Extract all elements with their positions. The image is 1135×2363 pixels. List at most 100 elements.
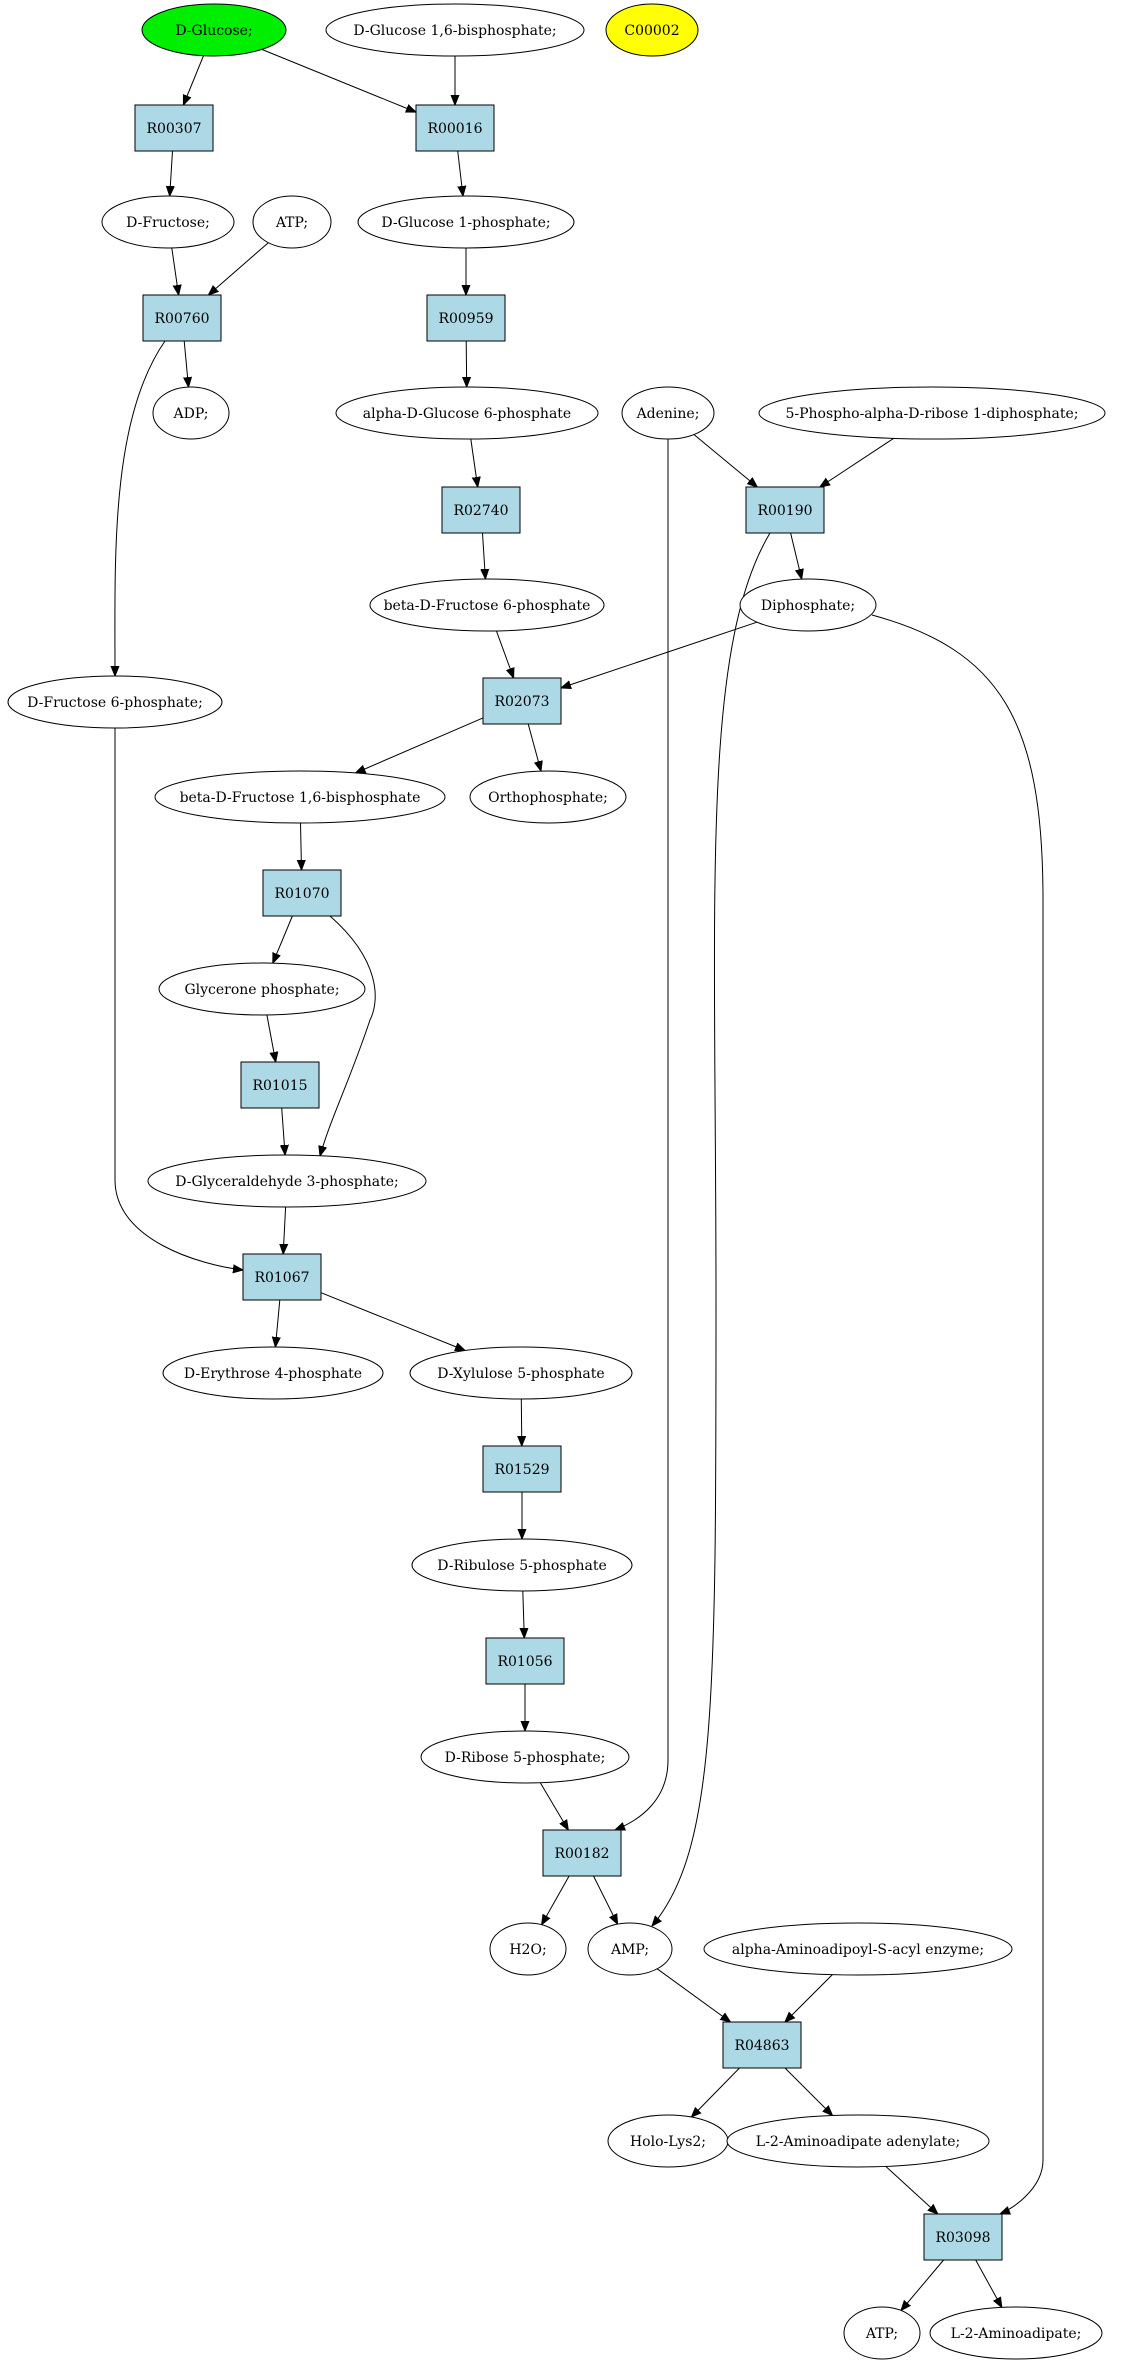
compound-ellipse	[409, 1346, 633, 1400]
node-label: R00190	[757, 503, 812, 519]
compound-node-n-h2o[interactable]: H2O;	[489, 1922, 567, 1976]
node-label: R00959	[438, 311, 493, 327]
edge-r-r04863-to-n-l2aa-adenylate	[784, 2067, 833, 2116]
reaction-node-r-r00959[interactable]: R00959	[426, 294, 506, 342]
edge-r-r00016-to-n-g1p	[458, 150, 463, 196]
compound-node-n-g16bp[interactable]: D-Glucose 1,6-bisphosphate;	[325, 3, 585, 57]
compound-ellipse	[469, 770, 627, 824]
edge-r-r00190-to-n-amp	[652, 532, 771, 1926]
edge-n-diphosphate-to-r-r02073	[561, 621, 758, 688]
node-label: Orthophosphate;	[488, 790, 608, 806]
edge-n-glucose-to-r-r00016	[261, 48, 416, 112]
compound-node-n-adp[interactable]: ADP;	[152, 386, 230, 440]
edge-n-r5p-to-r-r00182	[539, 1782, 568, 1830]
node-label: R01015	[252, 1078, 307, 1094]
reaction-node-r-r02073[interactable]: R02073	[482, 677, 562, 725]
edge-r-r02073-to-n-fbp	[356, 717, 484, 773]
edge-r-r02073-to-n-orthophosphate	[527, 723, 541, 771]
node-label: R03098	[935, 2230, 990, 2246]
compound-node-n-atp2[interactable]: ATP;	[843, 2306, 921, 2360]
compound-node-n-holo-lys2[interactable]: Holo-Lys2;	[607, 2114, 729, 2168]
compound-ellipse	[929, 2306, 1103, 2360]
node-label: R00182	[554, 1846, 609, 1862]
compound-node-n-g3p[interactable]: D-Glyceraldehyde 3-phosphate;	[147, 1154, 427, 1208]
compound-node-n-ag6p[interactable]: alpha-D-Glucose 6-phosphate	[335, 386, 599, 440]
edge-r-r04863-to-n-holo-lys2	[691, 2067, 740, 2117]
node-label: beta-D-Fructose 1,6-bisphosphate	[180, 790, 421, 806]
reaction-box	[482, 1445, 562, 1493]
reaction-node-r-r03098[interactable]: R03098	[923, 2213, 1003, 2261]
reaction-box	[745, 486, 825, 534]
edge-r-r03098-to-n-atp2	[901, 2259, 944, 2311]
compound-node-n-glucose[interactable]: D-Glucose;	[141, 3, 287, 57]
edge-n-f6p-to-r-r01067	[114, 728, 243, 1270]
reaction-box	[142, 294, 222, 342]
reaction-box	[722, 2021, 802, 2069]
edge-n-aas-enzyme-to-r-r04863	[785, 1974, 833, 2022]
compound-node-n-bf6p[interactable]: beta-D-Fructose 6-phosphate	[369, 578, 605, 632]
edge-n-diphosphate-to-r-r03098	[871, 614, 1044, 2214]
reaction-box	[923, 2213, 1003, 2261]
reaction-box	[542, 1829, 622, 1877]
compound-ellipse	[621, 386, 715, 440]
node-label: R02073	[494, 694, 549, 710]
node-label: L-2-Aminoadipate;	[951, 2326, 1082, 2342]
compound-node-n-fbp[interactable]: beta-D-Fructose 1,6-bisphosphate	[154, 770, 446, 824]
compound-node-n-atp1[interactable]: ATP;	[252, 195, 332, 249]
node-label: alpha-Aminoadipoyl-S-acyl enzyme;	[732, 1942, 984, 1958]
node-label: Glycerone phosphate;	[184, 982, 339, 998]
reaction-node-r-r00182[interactable]: R00182	[542, 1829, 622, 1877]
compound-node-n-ru5p[interactable]: D-Ribulose 5-phosphate	[411, 1538, 633, 1592]
compound-node-n-e4p[interactable]: D-Erythrose 4-phosphate	[162, 1346, 384, 1400]
compound-node-n-dhap[interactable]: Glycerone phosphate;	[158, 962, 366, 1016]
reaction-node-r-r00016[interactable]: R00016	[415, 104, 495, 152]
edge-n-fbp-to-r-r01070	[301, 822, 302, 870]
reaction-box	[415, 104, 495, 152]
edge-r-r00190-to-n-diphosphate	[790, 532, 802, 579]
node-label: D-Fructose;	[126, 215, 210, 231]
compound-ellipse	[252, 195, 332, 249]
node-label: R01529	[494, 1462, 549, 1478]
reaction-node-r-r00760[interactable]: R00760	[142, 294, 222, 342]
edge-n-bf6p-to-r-r02073	[495, 630, 513, 678]
node-label: D-Fructose 6-phosphate;	[27, 695, 203, 711]
node-label: R00016	[427, 121, 482, 137]
node-label: D-Glucose;	[175, 23, 252, 39]
compound-node-n-r5p[interactable]: D-Ribose 5-phosphate;	[420, 1730, 630, 1784]
node-label: D-Erythrose 4-phosphate	[184, 1366, 362, 1382]
reaction-node-r-r00190[interactable]: R00190	[745, 486, 825, 534]
reaction-node-r-r01056[interactable]: R01056	[485, 1637, 565, 1685]
node-label: H2O;	[509, 1942, 546, 1958]
node-label: Adenine;	[636, 406, 700, 422]
edge-n-ag6p-to-r-r02740	[470, 438, 478, 487]
compound-ellipse	[369, 578, 605, 632]
edge-n-g3p-to-r-r01067	[283, 1206, 285, 1254]
edge-r-r00307-to-n-fructose	[170, 150, 173, 196]
edge-r-r01070-to-n-g3p	[320, 915, 376, 1156]
compound-node-n-adenine[interactable]: Adenine;	[621, 386, 715, 440]
reaction-node-r-r01067[interactable]: R01067	[242, 1253, 322, 1301]
node-label: D-Glucose 1-phosphate;	[381, 215, 550, 231]
compound-ellipse	[7, 675, 223, 729]
compound-node-n-diphosphate[interactable]: Diphosphate;	[739, 578, 877, 632]
reaction-node-r-r01070[interactable]: R01070	[262, 869, 342, 917]
compound-node-n-fructose[interactable]: D-Fructose;	[101, 195, 235, 249]
compound-node-n-l2aa[interactable]: L-2-Aminoadipate;	[929, 2306, 1103, 2360]
node-label: Holo-Lys2;	[630, 2134, 706, 2150]
compound-node-n-g1p[interactable]: D-Glucose 1-phosphate;	[357, 195, 575, 249]
reaction-box	[134, 104, 214, 152]
compound-node-n-c00002[interactable]: C00002	[605, 3, 699, 57]
compound-node-n-xu5p[interactable]: D-Xylulose 5-phosphate	[409, 1346, 633, 1400]
compound-node-n-prpp[interactable]: 5-Phospho-alpha-D-ribose 1-diphosphate;	[758, 386, 1106, 440]
reaction-node-r-r02740[interactable]: R02740	[441, 486, 521, 534]
compound-node-n-aas-enzyme[interactable]: alpha-Aminoadipoyl-S-acyl enzyme;	[703, 1922, 1013, 1976]
compound-node-n-amp[interactable]: AMP;	[587, 1922, 673, 1976]
reaction-node-r-r04863[interactable]: R04863	[722, 2021, 802, 2069]
reaction-node-r-r00307[interactable]: R00307	[134, 104, 214, 152]
reaction-node-r-r01015[interactable]: R01015	[240, 1061, 320, 1109]
reaction-node-r-r01529[interactable]: R01529	[482, 1445, 562, 1493]
compound-node-n-f6p[interactable]: D-Fructose 6-phosphate;	[7, 675, 223, 729]
compound-node-n-l2aa-adenylate[interactable]: L-2-Aminoadipate adenylate;	[726, 2114, 990, 2168]
compound-node-n-orthophosphate[interactable]: Orthophosphate;	[469, 770, 627, 824]
